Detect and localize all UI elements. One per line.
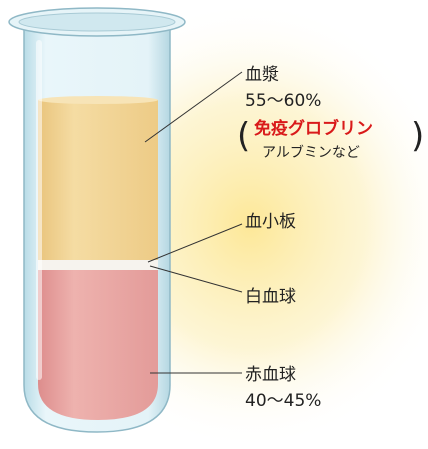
buffy-coat-layer — [38, 260, 158, 271]
plasma-leader-line — [144, 71, 243, 143]
plasma-protein-primary: 免疫グロブリン — [254, 119, 373, 139]
plasma-protein-secondary: アルブミンなど — [262, 145, 360, 161]
rbc-label: 赤血球 — [245, 365, 296, 385]
open-paren: ( — [237, 116, 251, 156]
platelet-label: 血小板 — [245, 212, 296, 232]
rbc-percent: 40〜45% — [245, 391, 322, 411]
plasma-percent: 55〜60% — [245, 91, 322, 111]
plasma-label: 血漿 — [245, 65, 279, 85]
wbc-leader-line — [149, 265, 243, 293]
wbc-label: 白血球 — [245, 287, 296, 307]
plasma-layer — [38, 100, 158, 262]
platelet-leader-line — [147, 223, 243, 263]
red-cell-layer — [38, 270, 158, 420]
close-paren: ) — [411, 116, 425, 156]
